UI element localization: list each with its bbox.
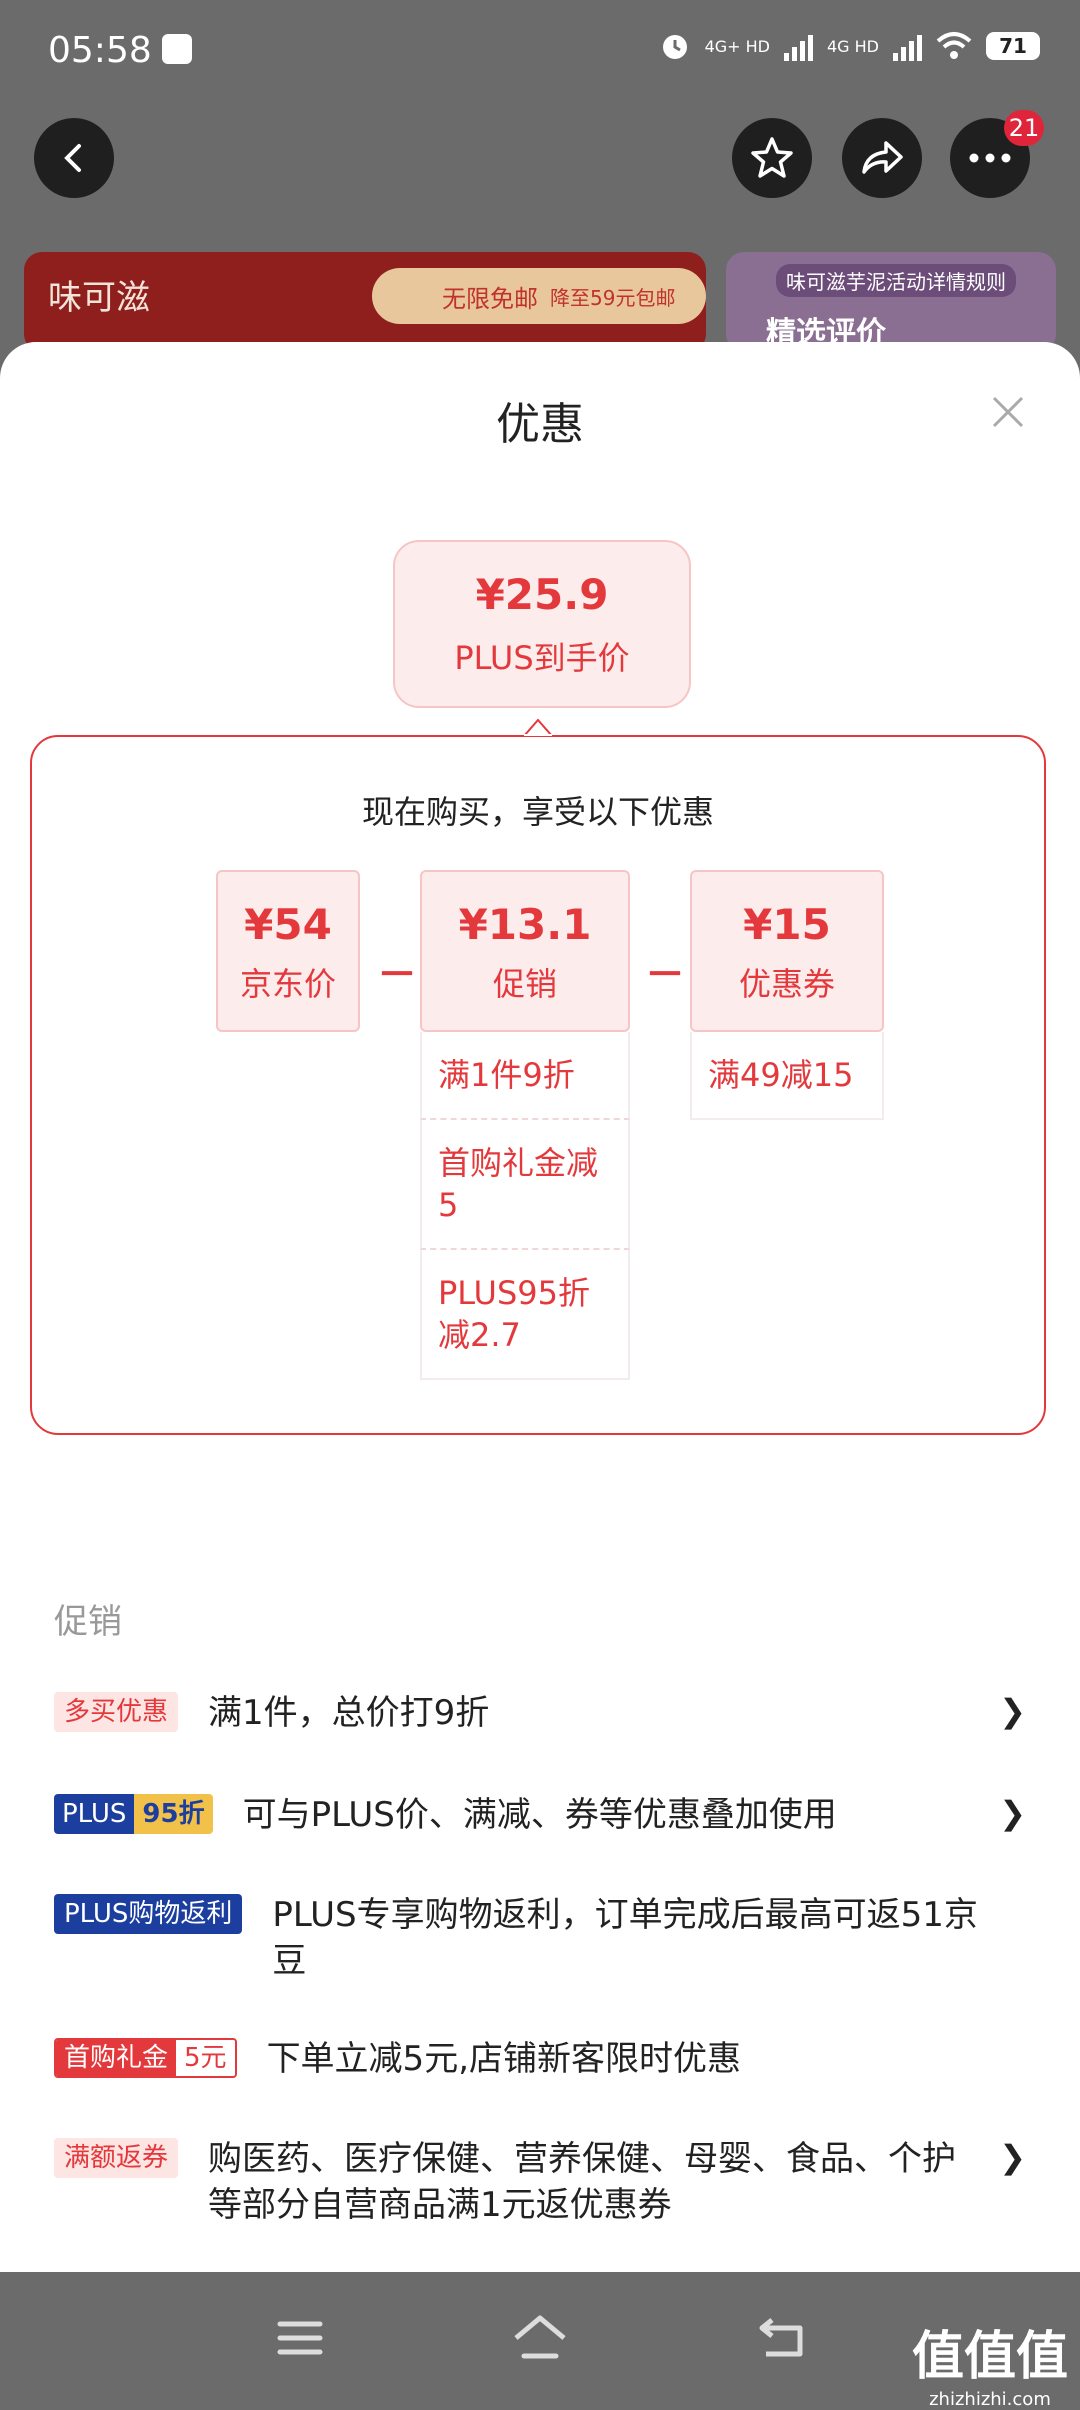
cashback-coupon-tag: 满额返券 [54, 2138, 179, 2178]
home-icon[interactable] [510, 2308, 570, 2368]
chevron-left-icon [64, 144, 81, 172]
status-bar: 05:58 4G+ HD 4G HD 71 [0, 0, 1080, 100]
promotion-label: 促销 [492, 965, 557, 1003]
discount-subtitle: 现在购买，享受以下优惠 [361, 793, 714, 831]
signal-icon-1 [783, 31, 813, 61]
back-nav-icon[interactable] [752, 2308, 812, 2368]
battery-icon: 71 [986, 32, 1040, 60]
final-price-amount: ¥25.9 [475, 570, 609, 619]
promotions-heading: 促销 [54, 1602, 122, 1642]
network-label-2: 4G HD [826, 36, 879, 56]
alarm-icon [662, 35, 687, 59]
coupon-amount: ¥15 [743, 900, 831, 949]
promotion-text: 满1件，总价打9折 [208, 1693, 490, 1733]
system-nav-bar [0, 2272, 1080, 2400]
close-icon[interactable] [988, 392, 1028, 432]
activity-rules-banner[interactable]: 味可滋芋泥活动详情规则 精选评价 [726, 252, 1056, 352]
chevron-right-icon: ❯ [999, 1794, 1026, 1832]
coupon-label: 优惠券 [738, 965, 835, 1003]
wifi-icon [936, 32, 972, 59]
brand-banner[interactable]: 味可滋 无限免邮 降至59元包邮 [24, 252, 706, 352]
network-label-1: 4G+ HD [704, 36, 770, 56]
jd-price-label: 京东价 [239, 965, 336, 1003]
back-button[interactable] [34, 118, 114, 198]
promotion-detail: 首购礼金减5 [420, 1120, 630, 1250]
plus-rebate-tag: PLUS购物返利 [54, 1894, 243, 1934]
signal-icon-2 [893, 31, 922, 61]
brand-logo: 味可滋 [48, 278, 150, 318]
chevron-right-icon: ❯ [999, 2138, 1026, 2176]
promotion-text: PLUS专享购物返利，订单完成后最高可返51京豆 [272, 1895, 978, 1981]
promotion-detail: PLUS95折减2.7 [420, 1250, 630, 1380]
activity-rules-title: 味可滋芋泥活动详情规则 [776, 264, 1016, 297]
promotion-row-multi-buy[interactable]: 多买优惠 满1件，总价打9折 ❯ [54, 1690, 1026, 1736]
watermark-logo: 值值值 zhizhizhi.com [911, 2327, 1068, 2410]
final-price-label: PLUS到手价 [454, 639, 630, 677]
status-icons: 4G+ HD 4G HD 71 [659, 30, 1040, 62]
coupon-detail: 满49减15 [690, 1032, 884, 1120]
pointer-arrow [524, 718, 552, 736]
more-icon [969, 153, 1011, 163]
promotion-text: 下单立减5元,店铺新客限时优惠 [266, 2039, 742, 2079]
share-icon [862, 141, 903, 174]
minus-sign: － [645, 952, 685, 998]
chevron-right-icon: ❯ [999, 1692, 1026, 1730]
promotion-row-cashback-coupon[interactable]: 满额返券 购医药、医疗保健、营养保健、母婴、食品、个护等部分自营商品满1元返优惠… [54, 2136, 1026, 2228]
promotion-text: 可与PLUS价、满减、券等优惠叠加使用 [242, 1795, 837, 1835]
discount-breakdown: 现在购买，享受以下优惠 ¥54 京东价 － ¥13.1 促销 － ¥15 优惠券… [30, 735, 1046, 1435]
promotion-detail: 满1件9折 [420, 1032, 630, 1120]
promotion-details: 满1件9折 首购礼金减5 PLUS95折减2.7 [420, 1032, 630, 1380]
notification-badge: 21 [1004, 110, 1044, 146]
jd-price-amount: ¥54 [244, 900, 332, 949]
minus-sign: － [377, 952, 417, 998]
promotion-amount: ¥13.1 [458, 900, 592, 949]
promotion-item: ¥13.1 促销 [420, 870, 630, 1032]
discount-sheet: 优惠 ¥25.9 PLUS到手价 现在购买，享受以下优惠 ¥54 京东价 － ¥… [0, 342, 1080, 2272]
coupon-details: 满49减15 [690, 1032, 884, 1120]
plus-final-price: ¥25.9 PLUS到手价 [393, 540, 691, 708]
status-time: 05:58 [48, 30, 152, 71]
promotion-text: 购医药、医疗保健、营养保健、母婴、食品、个护等部分自营商品满1元返优惠券 [208, 2139, 957, 2225]
star-icon [751, 137, 793, 178]
shipping-badge: 无限免邮 降至59元包邮 [372, 268, 706, 324]
jd-price-item: ¥54 京东价 [216, 870, 360, 1032]
sheet-title: 优惠 [496, 399, 584, 450]
favorite-button[interactable] [732, 118, 812, 198]
more-button[interactable]: 21 [950, 110, 1044, 198]
promotion-row-plus-rebate[interactable]: PLUS购物返利 PLUS专享购物返利，订单完成后最高可返51京豆 [54, 1892, 1026, 1984]
coupon-item: ¥15 优惠券 [690, 870, 884, 1032]
multi-buy-tag: 多买优惠 [54, 1692, 179, 1732]
share-button[interactable] [842, 118, 922, 198]
qr-notification-icon [162, 34, 192, 64]
menu-icon[interactable] [270, 2308, 330, 2368]
